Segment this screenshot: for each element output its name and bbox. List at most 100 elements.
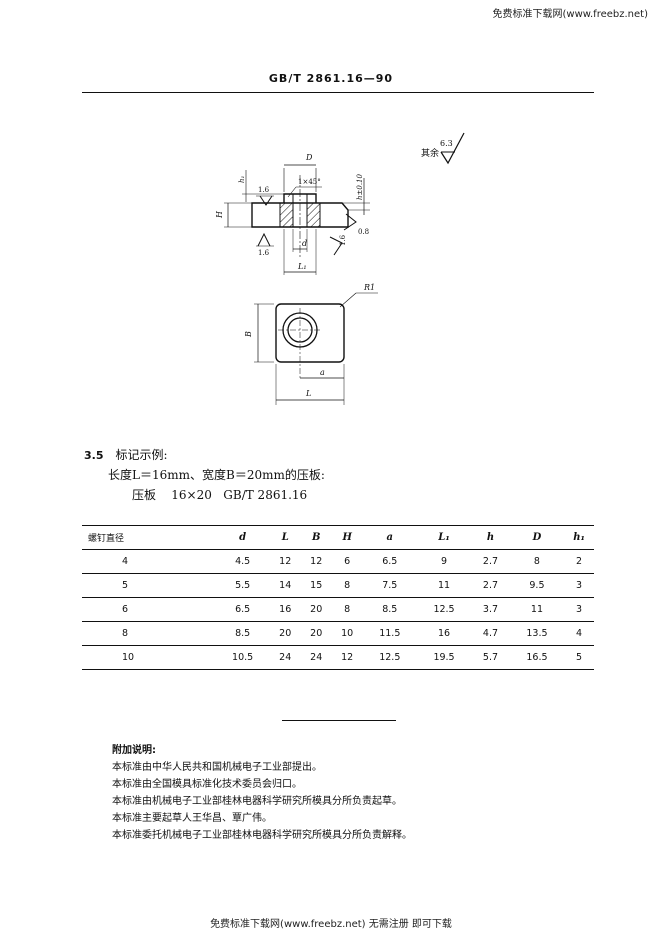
standard-number-header: GB/T 2861.16—90 — [268, 72, 394, 85]
label-d: d — [302, 239, 307, 248]
example-line-1: 长度L＝16mm、宽度B＝20mm的压板: — [108, 468, 325, 482]
table-cell: 6 — [331, 549, 363, 574]
technical-drawing: 其余 6.3 D 1×45° h₁ H — [215, 132, 465, 405]
table-cell: 12 — [269, 549, 301, 574]
label-roughness-bottom: 1.6 — [258, 249, 270, 257]
table-cell: 9 — [416, 549, 472, 574]
notes-title: 附加说明: — [112, 745, 156, 756]
table-cell: 4.5 — [215, 549, 270, 574]
table-cell: 8 — [331, 597, 363, 622]
label-h1: h₁ — [238, 175, 246, 183]
column-header: h₁ — [564, 525, 594, 550]
label-roughness-right-lower: 1.6 — [339, 234, 347, 246]
example-heading-text: 标记示例: — [115, 448, 168, 462]
column-header: D — [509, 525, 565, 550]
roughness-bottom-icon — [257, 232, 271, 247]
table-cell: 16.5 — [509, 645, 565, 670]
label-R1: R1 — [363, 283, 375, 292]
plan-view: R1 B a L — [244, 283, 378, 405]
table-cell: 10 — [331, 621, 363, 646]
plan-outline — [275, 303, 345, 363]
label-L: L — [305, 389, 311, 398]
table-cell: 13.5 — [509, 621, 565, 646]
table-row: 10 10.5 24 24 12 12.5 19.5 5.7 16.5 5 — [82, 645, 594, 670]
label-B: B — [244, 331, 253, 338]
table-cell: 11.5 — [362, 621, 417, 646]
table-cell: 20 — [300, 621, 332, 646]
note-line: 本标准由全国模具标准化技术委员会归口。 — [112, 779, 302, 790]
note-line: 本标准委托机械电子工业部桂林电器科学研究所模具分所负责解释。 — [112, 830, 412, 841]
note-line: 本标准由机械电子工业部桂林电器科学研究所模具分所负责起草。 — [112, 796, 402, 807]
header-rule — [82, 92, 594, 93]
table-header-row: 螺钉直径 d L B H a L₁ h D h₁ — [82, 525, 594, 550]
table-cell: 5 — [82, 573, 216, 598]
table-cell: 10 — [82, 645, 216, 670]
additional-notes: 附加说明: 本标准由中华人民共和国机械电子工业部提出。 本标准由全国模具标准化技… — [112, 742, 412, 844]
roughness-right-icon — [343, 213, 357, 231]
roughness-check-icon — [440, 132, 465, 165]
column-header: B — [300, 525, 332, 550]
table-cell: 8 — [509, 549, 565, 574]
roughness-other-value: 6.3 — [440, 139, 453, 148]
table-cell: 5 — [564, 645, 594, 670]
section-view: D 1×45° h₁ H h±0.10 d L₁ 1.6 — [215, 153, 370, 275]
column-header: L — [269, 525, 301, 550]
note-line: 本标准由中华人民共和国机械电子工业部提出。 — [112, 762, 322, 773]
table-cell: 5.5 — [215, 573, 270, 598]
label-roughness-top: 1.6 — [258, 186, 270, 194]
label-a: a — [320, 368, 325, 377]
table-cell: 12.5 — [362, 645, 417, 670]
table-cell: 6 — [82, 597, 216, 622]
table-cell: 7.5 — [362, 573, 417, 598]
table-cell: 4 — [82, 549, 216, 574]
end-rule — [282, 720, 396, 721]
column-header: d — [215, 525, 270, 550]
watermark-top: 免费标准下载网(www.freebz.net) — [492, 9, 648, 20]
table-cell: 4 — [564, 621, 594, 646]
table-cell: 2.7 — [471, 549, 510, 574]
table-cell: 5.7 — [471, 645, 510, 670]
label-L1: L₁ — [297, 262, 307, 271]
roughness-top-icon — [259, 195, 273, 206]
watermark-bottom: 免费标准下载网(www.freebz.net) 无需注册 即可下载 — [210, 919, 452, 930]
table-cell: 8 — [82, 621, 216, 646]
table-row: 6 6.5 16 20 8 8.5 12.5 3.7 11 3 — [82, 597, 594, 622]
note-line: 本标准主要起草人王华昌、覃广伟。 — [112, 813, 272, 824]
table-cell: 8 — [331, 573, 363, 598]
table-row: 5 5.5 14 15 8 7.5 11 2.7 9.5 3 — [82, 573, 594, 598]
table-cell: 15 — [300, 573, 332, 598]
table-cell: 8.5 — [215, 621, 270, 646]
roughness-right-lower-icon — [329, 236, 343, 256]
table-cell: 12.5 — [416, 597, 472, 622]
table-cell: 6.5 — [362, 549, 417, 574]
column-header: h — [471, 525, 510, 550]
column-header: L₁ — [416, 525, 472, 550]
column-header: 螺钉直径 — [82, 525, 216, 550]
table-cell: 3 — [564, 597, 594, 622]
table-cell: 4.7 — [471, 621, 510, 646]
label-chamfer: 1×45° — [298, 178, 321, 186]
roughness-other-label: 其余 — [421, 147, 439, 159]
roughness-other-symbol: 其余 6.3 — [421, 132, 465, 165]
table-cell: 24 — [269, 645, 301, 670]
table-cell: 9.5 — [509, 573, 565, 598]
table-cell: 11 — [509, 597, 565, 622]
table-cell: 19.5 — [416, 645, 472, 670]
table-cell: 6.5 — [215, 597, 270, 622]
table-cell: 3.7 — [471, 597, 510, 622]
column-header: a — [362, 525, 417, 550]
table-cell: 11 — [416, 573, 472, 598]
table-cell: 24 — [300, 645, 332, 670]
example-line-2: 压板 16×20 GB/T 2861.16 — [132, 488, 308, 502]
table-cell: 2.7 — [471, 573, 510, 598]
column-header: H — [331, 525, 363, 550]
table-cell: 14 — [269, 573, 301, 598]
table-cell: 16 — [269, 597, 301, 622]
table-cell: 10.5 — [215, 645, 270, 670]
table-cell: 20 — [300, 597, 332, 622]
table-cell: 12 — [331, 645, 363, 670]
table-cell: 8.5 — [362, 597, 417, 622]
table-row: 4 4.5 12 12 6 6.5 9 2.7 8 2 — [82, 549, 594, 574]
label-H: H — [215, 210, 224, 219]
